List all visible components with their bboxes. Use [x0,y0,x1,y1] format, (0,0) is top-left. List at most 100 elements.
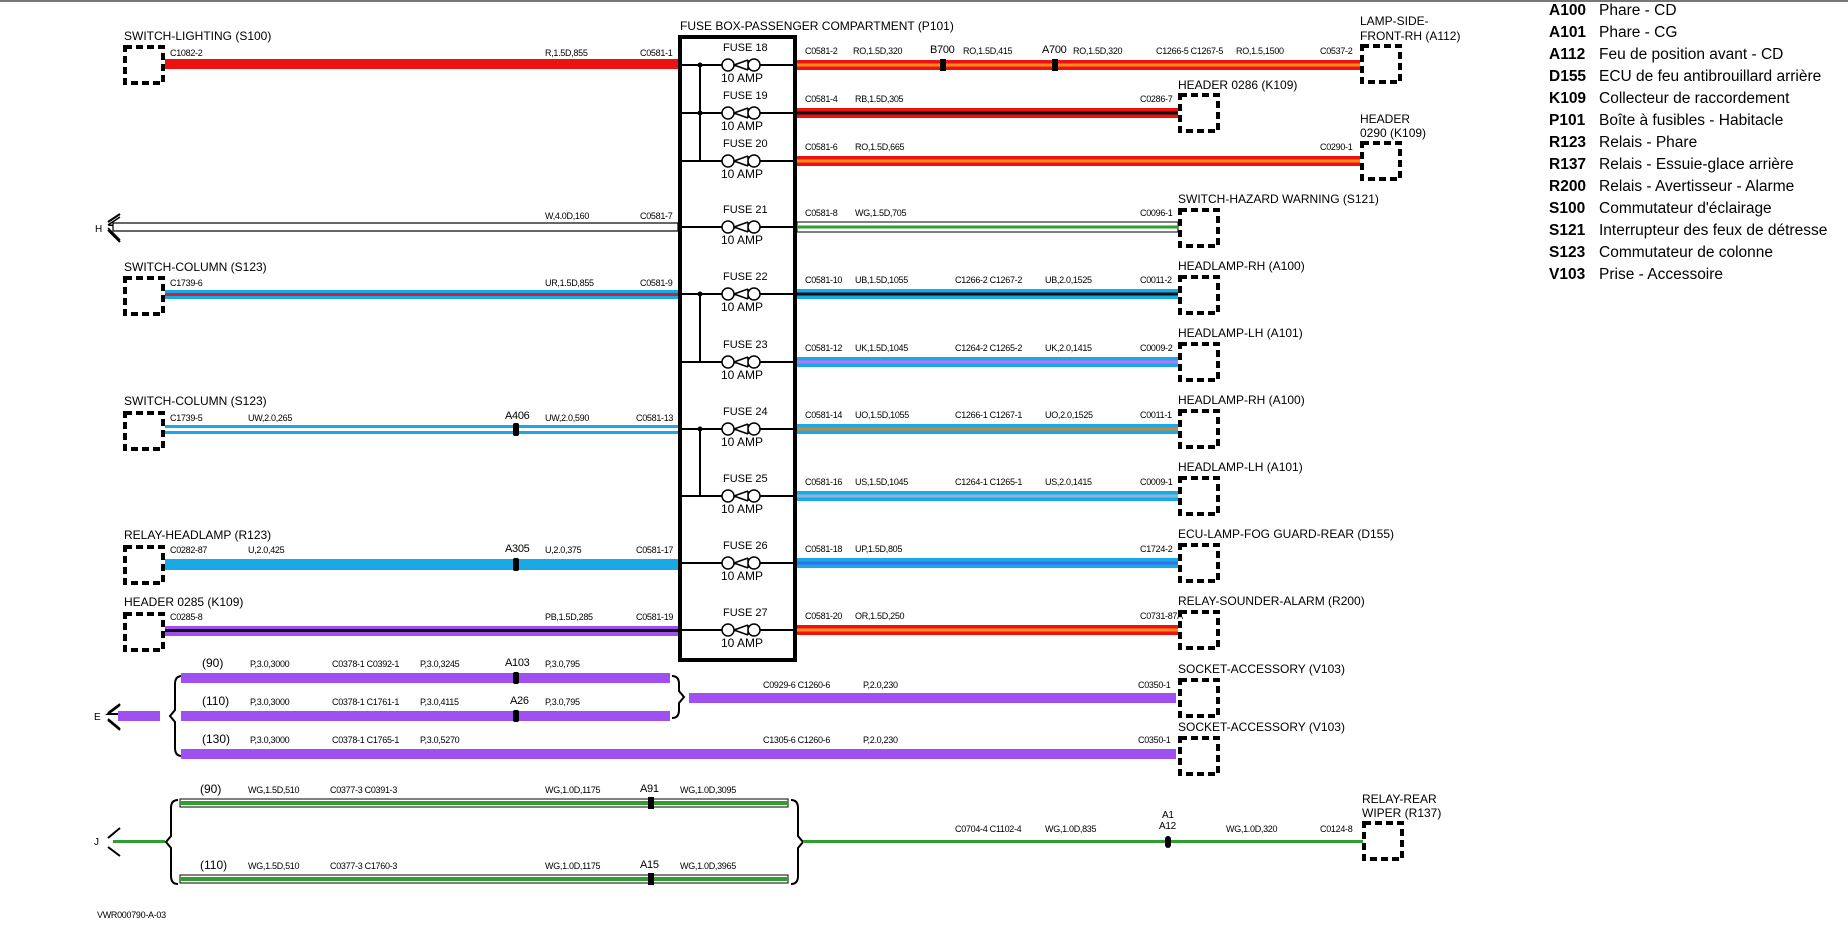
offpage-e[interactable]: E [94,712,101,723]
component-s100[interactable] [123,45,165,85]
wire[interactable] [181,749,1176,759]
wire-u-2-0[interactable] [165,559,678,570]
offpage-h[interactable]: H [95,224,102,235]
splice-marker[interactable] [513,710,519,722]
component-r137[interactable] [1362,821,1404,861]
fuse-name-label: FUSE 26 [723,540,768,552]
component-s123[interactable] [123,411,165,451]
component-label-r137[interactable]: WIPER (R137) [1362,806,1441,820]
wire[interactable] [181,711,670,721]
component-a101[interactable] [1178,342,1220,382]
component-v103[interactable] [1178,678,1220,718]
component-header-0290[interactable] [1360,141,1402,181]
wire-j-input[interactable] [113,840,165,843]
fuse-name-label: FUSE 24 [723,406,768,418]
component-r123[interactable] [123,545,165,585]
wire-e-input[interactable] [118,711,160,721]
junction-dot [697,62,703,68]
component-label-s121[interactable]: SWITCH-HAZARD WARNING (S121) [1178,192,1379,206]
component-a101[interactable] [1178,476,1220,516]
component-header-0285[interactable] [123,612,165,652]
wire-spec: R,1.5D,855 [545,48,588,58]
component-label-v103[interactable]: SOCKET-ACCESSORY (V103) [1178,662,1345,676]
offpage-chevron-icon [107,213,121,243]
wire[interactable] [181,673,670,683]
connector-c1082-2: C1082-2 [170,48,203,58]
component-label-s100[interactable]: SWITCH-LIGHTING (S100) [124,29,271,43]
variant-label: (130) [202,732,230,746]
component-label-v103[interactable]: SOCKET-ACCESSORY (V103) [1178,720,1345,734]
splice-marker[interactable] [648,873,654,885]
component-label-a100[interactable]: HEADLAMP-RH (A100) [1178,259,1305,273]
component-label-a112[interactable]: LAMP-SIDE- [1360,14,1429,28]
splice-b700[interactable] [940,59,946,71]
component-r200[interactable] [1178,610,1220,650]
offpage-j[interactable]: J [94,837,99,848]
component-label-a101[interactable]: HEADLAMP-LH (A101) [1178,326,1303,340]
component-label-a112[interactable]: FRONT-RH (A112) [1360,29,1460,43]
component-label-r123[interactable]: RELAY-HEADLAMP (R123) [124,528,271,542]
splice-a406[interactable] [513,423,519,436]
wire-spec: WG,1.5D,705 [855,208,907,218]
component-label-a100[interactable]: HEADLAMP-RH (A100) [1178,393,1305,407]
wire-w-4-0d-160[interactable] [112,222,679,232]
wire-stripe [165,629,678,632]
splice-a1-a12[interactable] [1165,836,1171,848]
splice-marker[interactable] [513,672,519,684]
component-a100[interactable] [1178,275,1220,315]
component-v103[interactable] [1178,736,1220,776]
component-a112[interactable] [1360,44,1402,84]
component-label-header-0286[interactable]: HEADER 0286 (K109) [1178,78,1297,92]
component-label-s123[interactable]: SWITCH-COLUMN (S123) [124,394,267,408]
component-label-s123[interactable]: SWITCH-COLUMN (S123) [124,260,267,274]
wire-r-1-5d-855[interactable] [165,59,678,69]
component-label-d155[interactable]: ECU-LAMP-FOG GUARD-REAR (D155) [1178,527,1394,541]
fuse-icon [721,489,761,503]
component-s121[interactable] [1178,208,1220,248]
component-label-r137[interactable]: RELAY-REAR [1362,792,1437,806]
component-a100[interactable] [1178,409,1220,449]
component-label-header-0290[interactable]: HEADER [1360,112,1410,126]
component-s123[interactable] [123,276,165,316]
splice-marker[interactable] [648,797,654,809]
component-label-k109[interactable]: HEADER 0285 (K109) [124,595,243,609]
component-label-a101[interactable]: HEADLAMP-LH (A101) [1178,460,1303,474]
splice-a305[interactable] [513,558,519,571]
fuse-icon [721,623,761,637]
wire-p-2-0-230[interactable] [689,693,1176,703]
splice-a700[interactable] [1052,59,1058,71]
component-label-header-0290[interactable]: 0290 (K109) [1360,126,1426,140]
wire-wg-1-0d-835[interactable] [803,840,1363,843]
component-label-r200[interactable]: RELAY-SOUNDER-ALARM (R200) [1178,594,1365,608]
wire-spec: UO,1.5D,1055 [855,410,909,420]
wire-spec: UO,2.0,1525 [1045,410,1093,420]
component-d155[interactable] [1178,543,1220,583]
component-header-0286[interactable] [1178,93,1220,133]
inline-connector: C1264-2 C1265-2 [955,343,1022,353]
